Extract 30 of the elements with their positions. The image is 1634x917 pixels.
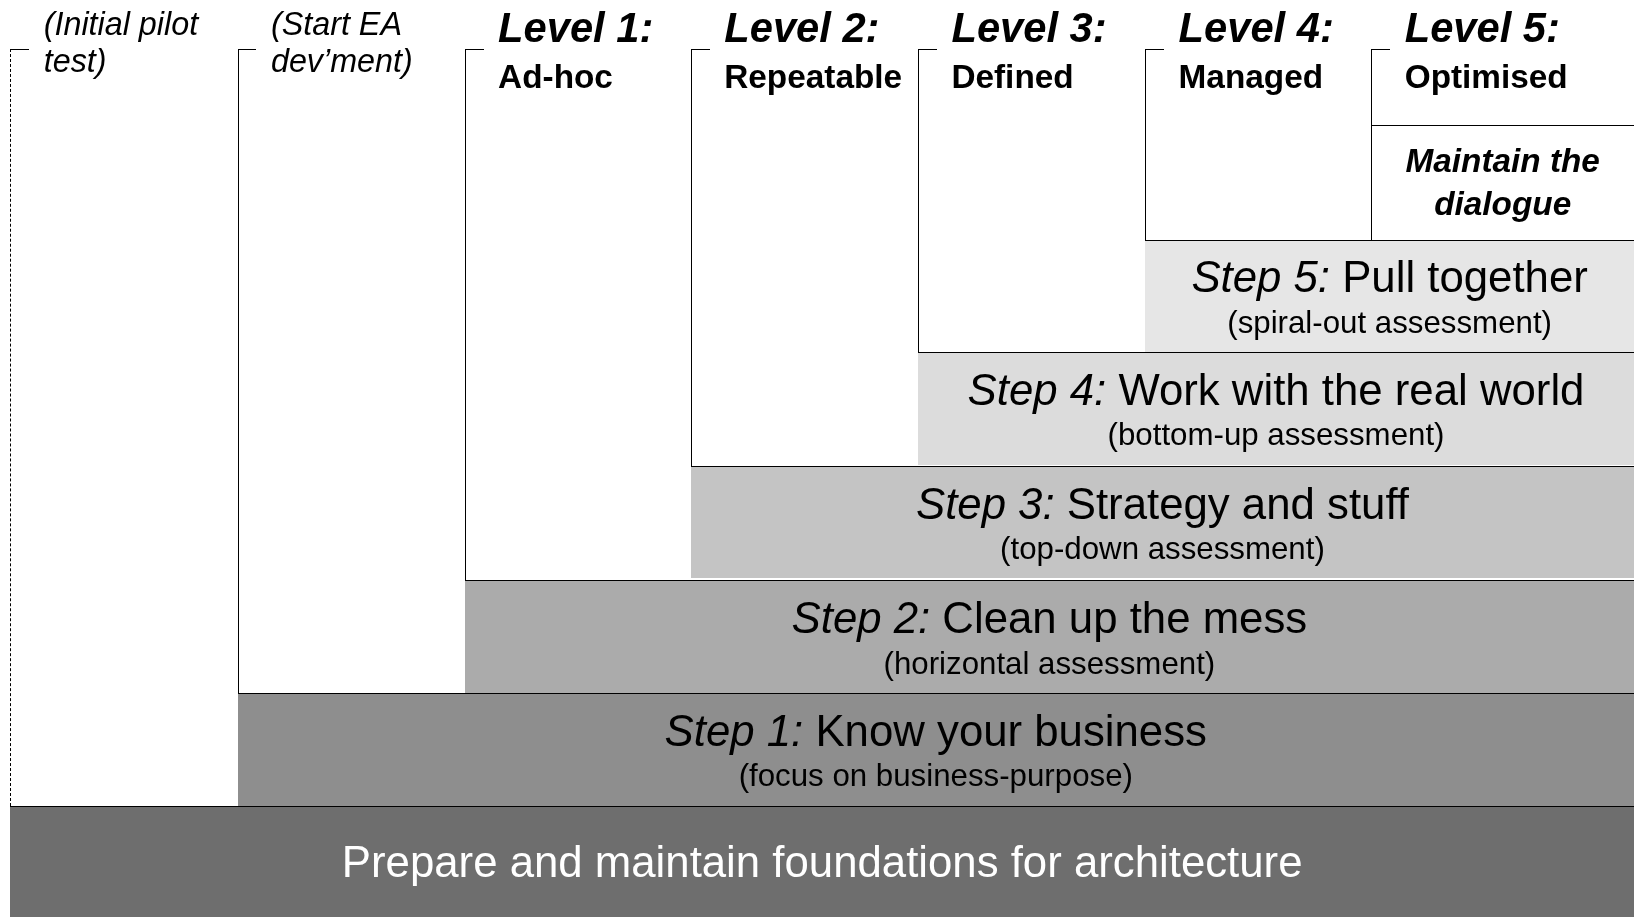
stage-note: (Start EA dev’ment) — [270, 6, 414, 81]
step-title: Step 1: Know your business — [664, 704, 1207, 757]
step-subtitle: (top-down assessment) — [1000, 530, 1325, 568]
step-bar — [237, 693, 1634, 806]
step-title: Step 3: Strategy and stuff — [915, 477, 1409, 530]
foundation-bar — [10, 805, 1634, 917]
level-heading: Level 4: — [1178, 4, 1334, 53]
level-name: Optimised — [1404, 58, 1568, 97]
level-heading: Level 2: — [724, 4, 880, 53]
step-bar — [464, 580, 1634, 693]
level-name: Ad-hoc — [498, 58, 613, 97]
step-bar — [1145, 239, 1634, 353]
level-heading: Level 1: — [498, 4, 654, 53]
step-title: Step 4: Work with the real world — [967, 363, 1585, 416]
step-title: Step 5: Pull together — [1191, 251, 1588, 304]
level-name: Managed — [1178, 58, 1324, 97]
step-bar — [918, 352, 1634, 465]
level-heading: Level 5: — [1404, 4, 1560, 53]
step-title: Step 2: Clean up the mess — [791, 592, 1308, 645]
level-name: Defined — [951, 58, 1074, 97]
step-subtitle: (horizontal assessment) — [883, 644, 1216, 683]
level-name: Repeatable — [724, 58, 903, 97]
step-subtitle: (spiral-out assessment) — [1227, 303, 1552, 342]
dialogue-text: Maintain the dialogue — [1404, 141, 1601, 225]
step-subtitle: (focus on business-purpose) — [738, 757, 1133, 795]
foundation-title: Prepare and maintain foundations for architecture — [341, 835, 1303, 888]
stage-note: (Initial pilot test) — [43, 6, 201, 81]
step-bar — [690, 465, 1634, 579]
level-heading: Level 3: — [951, 4, 1107, 53]
step-subtitle: (bottom-up assessment) — [1107, 416, 1445, 454]
